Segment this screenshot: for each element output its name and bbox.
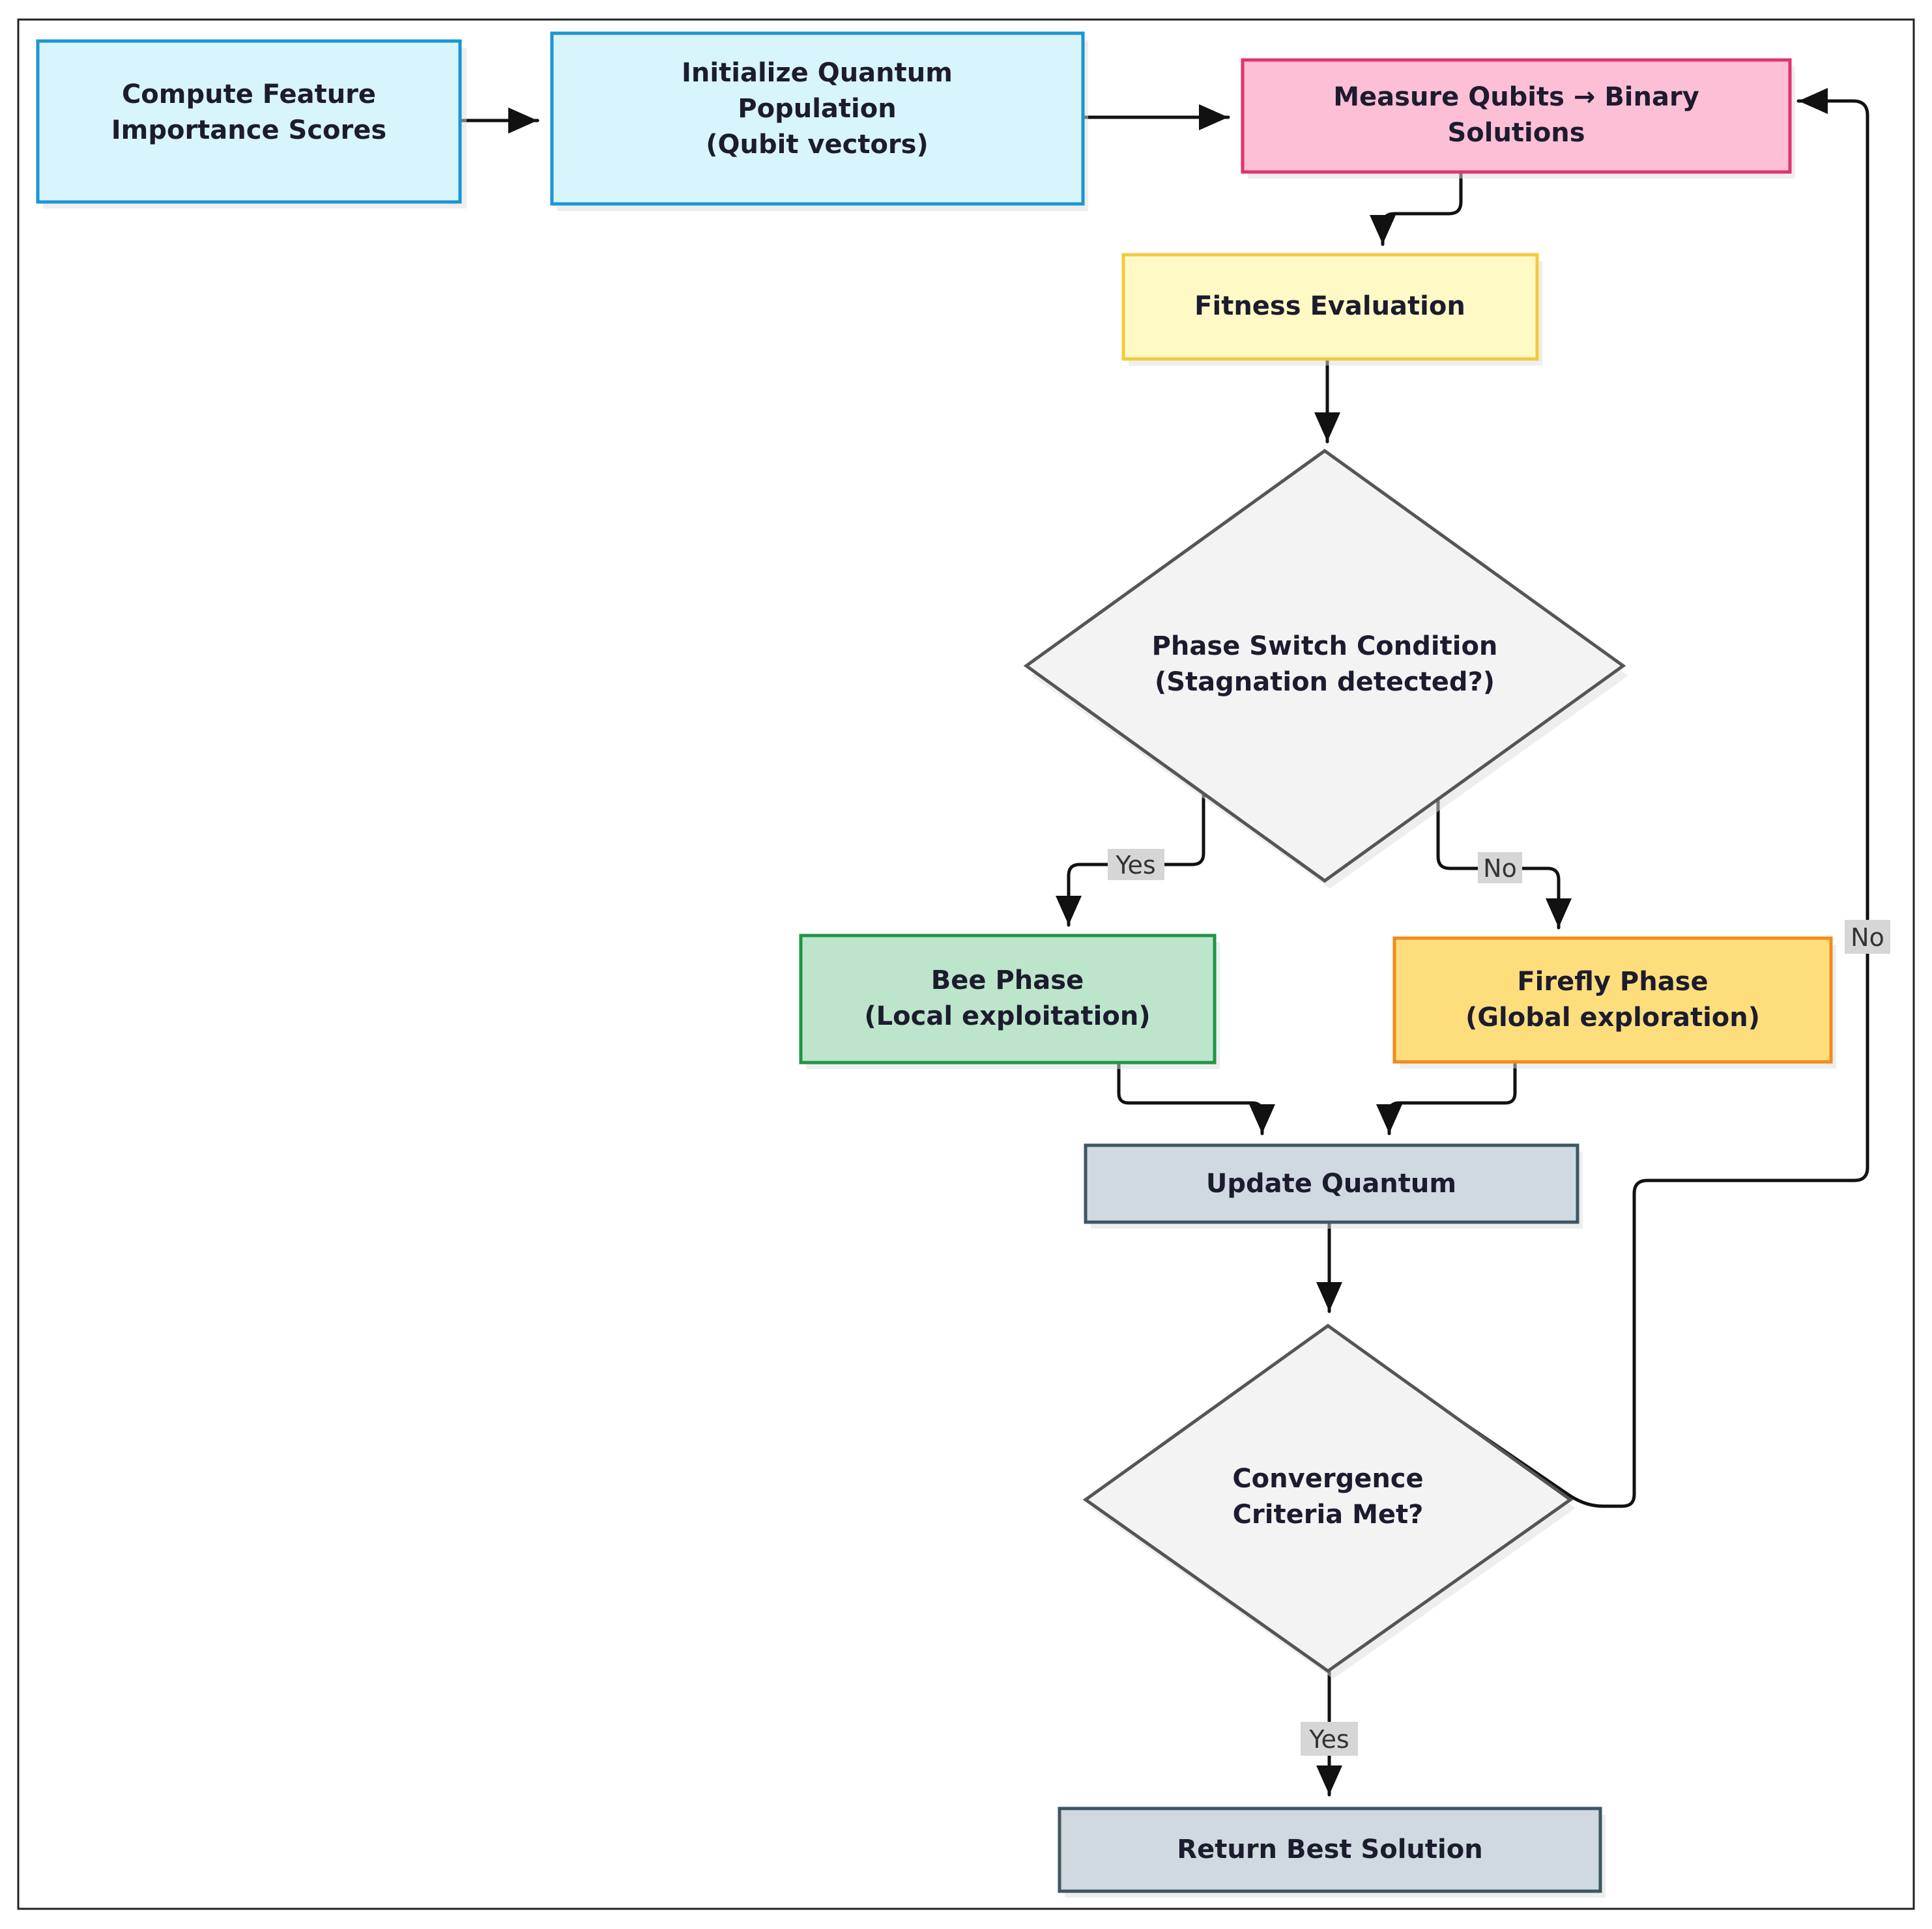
edge-measure-to-fitness — [1370, 171, 1463, 246]
decision-convergence[interactable]: Convergence Criteria Met? — [1082, 1323, 1576, 1679]
node-bee-phase[interactable]: Bee Phase (Local exploitation) — [799, 934, 1220, 1069]
node-update-quantum[interactable]: Update Quantum — [1084, 1143, 1583, 1229]
node-label-line: Importance Scores — [111, 115, 386, 145]
node-label-line: Fitness Evaluation — [1194, 291, 1465, 321]
node-fitness-evaluation[interactable]: Fitness Evaluation — [1121, 253, 1542, 365]
node-measure-qubits[interactable]: Measure Qubits → Binary Solutions — [1241, 58, 1795, 179]
node-label-line: (Global exploration) — [1465, 1003, 1760, 1033]
node-label-line: Population — [738, 94, 896, 124]
node-compute-feature-scores[interactable]: Compute Feature Importance Scores — [36, 39, 467, 208]
node-label-line: Initialize Quantum — [682, 58, 953, 88]
node-initialize-quantum-population[interactable]: Initialize Quantum Population (Qubit vec… — [550, 31, 1088, 211]
node-label-line: (Qubit vectors) — [706, 130, 928, 160]
node-label-line: Update Quantum — [1206, 1169, 1456, 1199]
node-label-line: (Local exploitation) — [864, 1001, 1150, 1031]
edge-label-text: Yes — [1115, 851, 1155, 879]
edge-convergence-no-loop — [1462, 88, 1869, 1508]
decision-phase-switch[interactable]: Phase Switch Condition (Stagnation detec… — [1023, 448, 1628, 889]
edge-label-text: No — [1483, 854, 1517, 883]
node-label-line: Solutions — [1447, 118, 1585, 148]
node-return-best-solution[interactable]: Return Best Solution — [1058, 1807, 1606, 1898]
node-label-line: Criteria Met? — [1233, 1500, 1424, 1530]
edge-label-yes-return: Yes — [1301, 1722, 1358, 1756]
node-label-line: Convergence — [1232, 1464, 1423, 1494]
node-label-line: Return Best Solution — [1177, 1835, 1482, 1865]
node-label-line: (Stagnation detected?) — [1155, 667, 1495, 697]
edge-label-text: No — [1851, 923, 1884, 952]
node-label-line: Phase Switch Condition — [1152, 631, 1498, 661]
node-label-line: Bee Phase — [931, 965, 1084, 995]
edge-label-yes-bee: Yes — [1108, 849, 1164, 880]
node-label-line: Compute Feature — [122, 79, 376, 109]
edge-label-text: Yes — [1308, 1725, 1349, 1754]
node-label-line: Measure Qubits → Binary — [1333, 82, 1699, 112]
node-label-line: Firefly Phase — [1517, 967, 1708, 997]
node-firefly-phase[interactable]: Firefly Phase (Global exploration) — [1392, 936, 1836, 1068]
edge-label-no-loop: No — [1845, 920, 1890, 954]
edge-firefly-to-update — [1376, 1060, 1517, 1136]
edge-bee-to-update — [1117, 1060, 1275, 1136]
edge-label-no-firefly: No — [1478, 852, 1522, 883]
